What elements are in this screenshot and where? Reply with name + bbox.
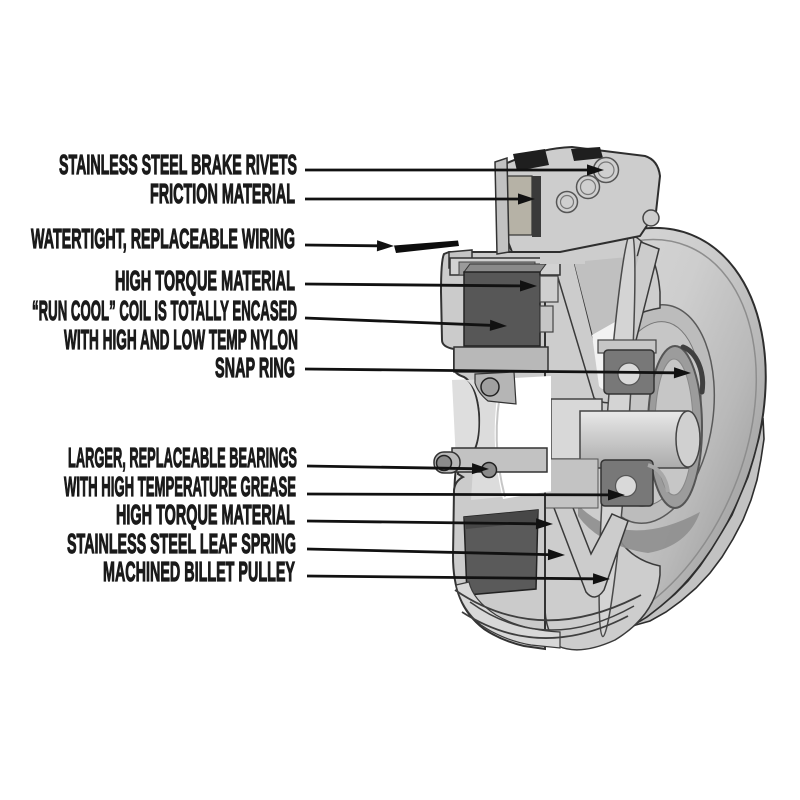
svg-text:WITH HIGH TEMPERATURE GREASE: WITH HIGH TEMPERATURE GREASE (64, 471, 296, 502)
svg-text:WITH HIGH AND LOW TEMP NYLON: WITH HIGH AND LOW TEMP NYLON (64, 324, 298, 355)
svg-text:“RUN COOL” COIL IS TOTALLY ENC: “RUN COOL” COIL IS TOTALLY ENCASED (32, 295, 297, 326)
svg-text:SNAP RING: SNAP RING (215, 352, 295, 383)
svg-text:LARGER, REPLACEABLE BEARINGS: LARGER, REPLACEABLE BEARINGS (68, 442, 297, 473)
svg-text:STAINLESS STEEL BRAKE RIVETS: STAINLESS STEEL BRAKE RIVETS (59, 149, 297, 180)
svg-text:WATERTIGHT, REPLACEABLE WIRING: WATERTIGHT, REPLACEABLE WIRING (31, 223, 295, 254)
svg-text:FRICTION MATERIAL: FRICTION MATERIAL (150, 178, 295, 209)
svg-text:MACHINED BILLET PULLEY: MACHINED BILLET PULLEY (103, 556, 295, 587)
svg-text:HIGH TORQUE MATERIAL: HIGH TORQUE MATERIAL (116, 499, 295, 530)
svg-text:HIGH TORQUE MATERIAL: HIGH TORQUE MATERIAL (115, 265, 295, 296)
svg-text:STAINLESS STEEL LEAF SPRING: STAINLESS STEEL LEAF SPRING (67, 528, 296, 559)
